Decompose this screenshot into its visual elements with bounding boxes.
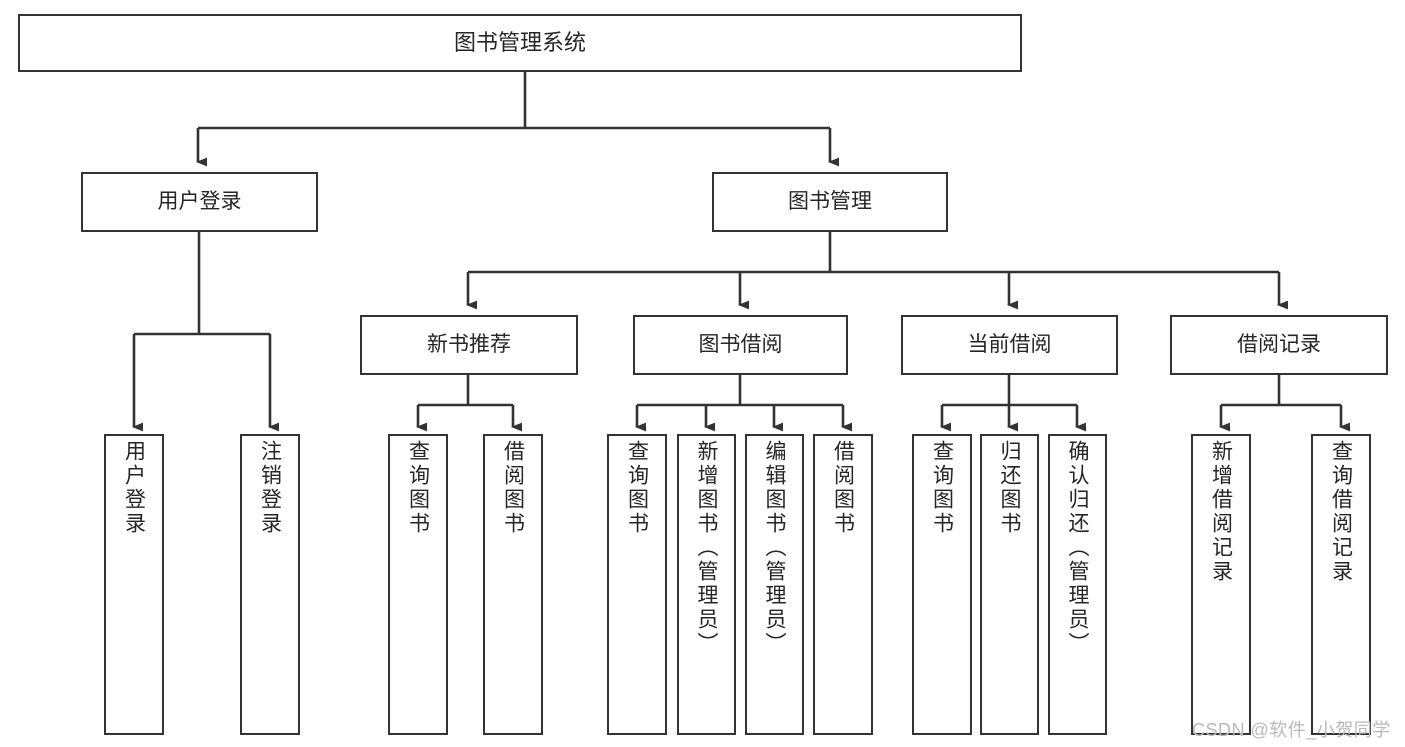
leaf-edit-book-admin[interactable]: 编辑图书（管理员） xyxy=(745,434,804,735)
leaf-borrow-book-borrow-label: 借阅图书 xyxy=(831,440,855,536)
leaf-query-book-newbook-label: 查询图书 xyxy=(406,440,430,536)
leaf-logout[interactable]: 注销登录 xyxy=(240,434,300,735)
leaf-return-book[interactable]: 归还图书 xyxy=(980,434,1039,735)
node-current-borrow[interactable]: 当前借阅 xyxy=(901,315,1118,375)
node-book-borrow[interactable]: 图书借阅 xyxy=(633,315,848,375)
leaf-confirm-return-admin-label: 确认归还（管理员） xyxy=(1066,440,1089,656)
leaf-query-book-current-label: 查询图书 xyxy=(930,440,954,536)
leaf-borrow-book-borrow[interactable]: 借阅图书 xyxy=(813,434,873,735)
node-current-borrow-label: 当前借阅 xyxy=(967,332,1052,356)
leaf-borrow-book-newbook[interactable]: 借阅图书 xyxy=(483,434,543,735)
node-book-management-label: 图书管理 xyxy=(788,189,872,213)
leaf-query-book-borrow-label: 查询图书 xyxy=(625,440,649,536)
leaf-confirm-return-admin[interactable]: 确认归还（管理员） xyxy=(1048,434,1107,735)
leaf-user-login[interactable]: 用户登录 xyxy=(104,434,164,735)
csdn-watermark: CSDN @软件_小贺同学 xyxy=(1192,720,1391,740)
node-root[interactable]: 图书管理系统 xyxy=(18,14,1022,72)
leaf-query-book-newbook[interactable]: 查询图书 xyxy=(388,434,448,735)
leaf-add-borrow-record[interactable]: 新增借阅记录 xyxy=(1191,434,1251,735)
leaf-add-borrow-record-label: 新增借阅记录 xyxy=(1209,440,1233,584)
node-root-label: 图书管理系统 xyxy=(453,30,586,56)
node-new-book-recommend-label: 新书推荐 xyxy=(427,332,511,356)
leaf-user-login-label: 用户登录 xyxy=(122,440,146,536)
leaf-add-book-admin[interactable]: 新增图书（管理员） xyxy=(677,434,736,735)
leaf-query-book-borrow[interactable]: 查询图书 xyxy=(607,434,667,735)
node-user-login[interactable]: 用户登录 xyxy=(81,172,318,232)
leaf-borrow-book-newbook-label: 借阅图书 xyxy=(501,440,525,536)
leaf-return-book-label: 归还图书 xyxy=(998,440,1021,536)
leaf-edit-book-admin-label: 编辑图书（管理员） xyxy=(763,440,786,656)
node-book-management[interactable]: 图书管理 xyxy=(712,172,948,232)
leaf-query-borrow-record[interactable]: 查询借阅记录 xyxy=(1311,434,1371,735)
node-borrow-record[interactable]: 借阅记录 xyxy=(1170,315,1388,375)
leaf-query-borrow-record-label: 查询借阅记录 xyxy=(1329,440,1353,584)
node-book-borrow-label: 图书借阅 xyxy=(698,332,783,356)
leaf-logout-label: 注销登录 xyxy=(258,440,282,536)
node-borrow-record-label: 借阅记录 xyxy=(1237,332,1321,356)
node-user-login-label: 用户登录 xyxy=(157,189,242,213)
leaf-query-book-current[interactable]: 查询图书 xyxy=(912,434,972,735)
leaf-add-book-admin-label: 新增图书（管理员） xyxy=(695,440,718,656)
node-new-book-recommend[interactable]: 新书推荐 xyxy=(360,315,578,375)
